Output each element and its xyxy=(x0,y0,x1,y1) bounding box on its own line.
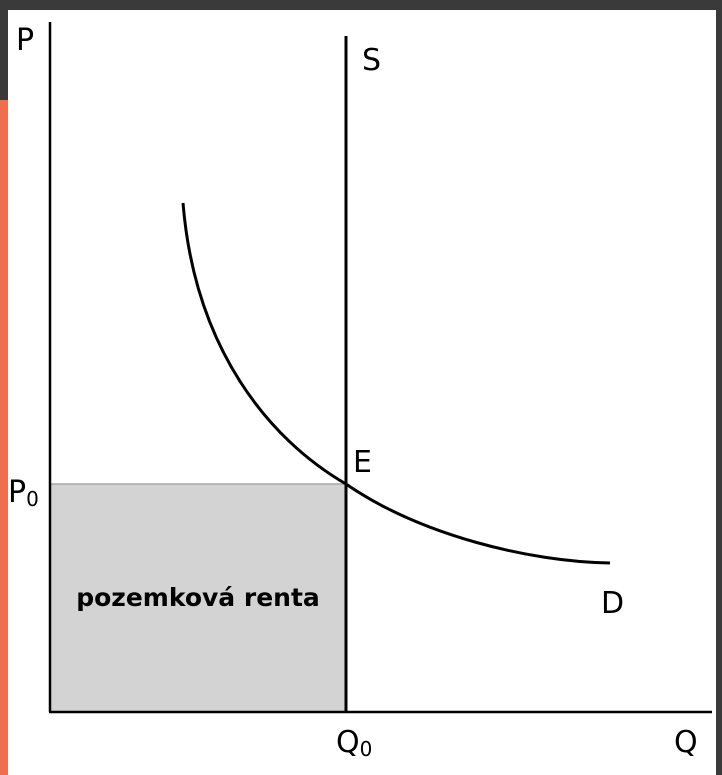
demand-curve xyxy=(181,202,611,565)
price-label-subscript: 0 xyxy=(26,487,39,511)
window-top-border xyxy=(0,0,722,10)
supply-label: S xyxy=(362,43,381,78)
demand-label: D xyxy=(601,586,624,621)
price-label: P0 xyxy=(8,475,39,511)
x-axis-label: Q xyxy=(674,725,698,760)
window-left-border xyxy=(0,10,8,100)
land-rent-area xyxy=(49,483,347,713)
window-right-border xyxy=(716,10,722,775)
equilibrium-label: E xyxy=(353,445,372,480)
quantity-label-subscript: 0 xyxy=(360,737,373,761)
quantity-label: Q0 xyxy=(336,725,372,761)
quantity-label-main: Q xyxy=(336,725,360,760)
accent-side-bar xyxy=(0,100,8,775)
price-label-main: P xyxy=(8,475,26,510)
land-rent-label: pozemková renta xyxy=(76,583,320,612)
y-axis-label: P xyxy=(16,23,34,58)
